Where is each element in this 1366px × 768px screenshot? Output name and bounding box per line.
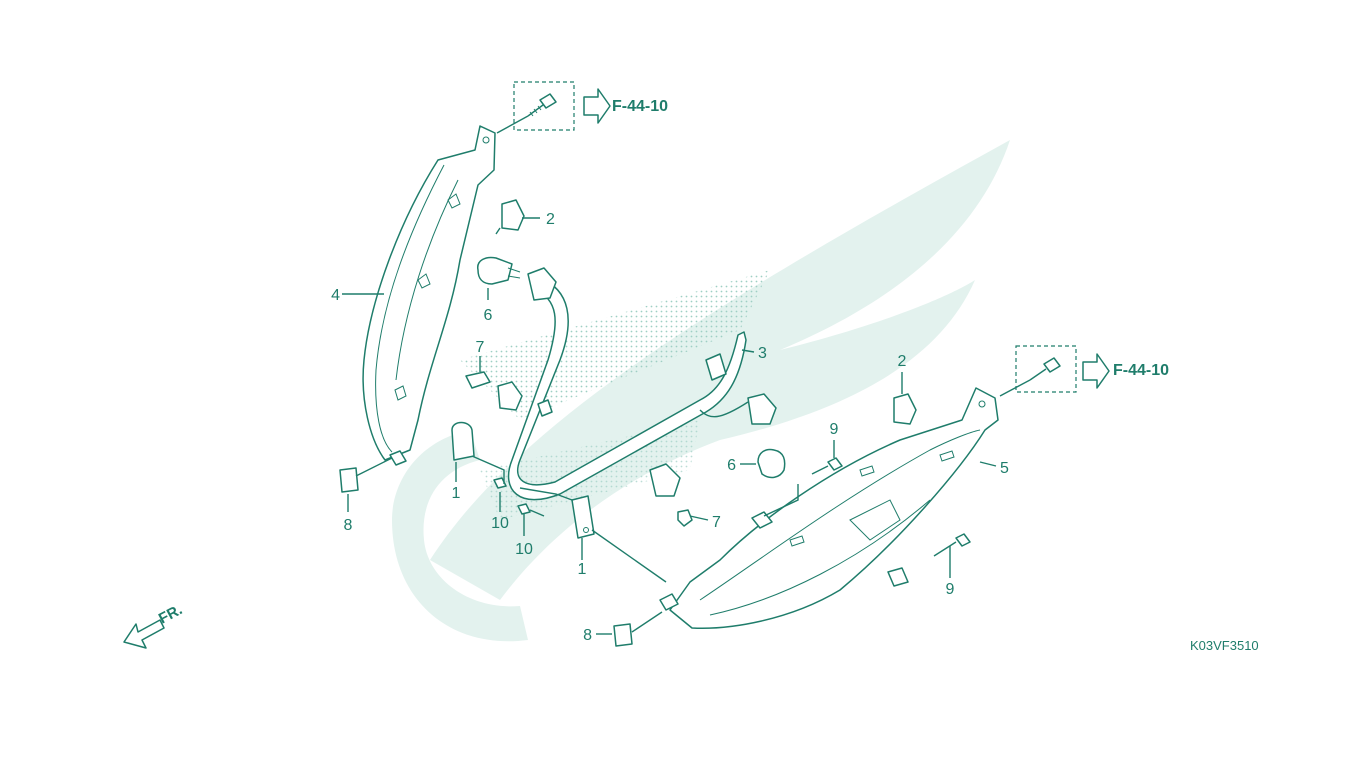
reference-arrow-icon bbox=[1082, 353, 1110, 389]
reference-right: F-44-10 bbox=[999, 345, 1169, 397]
callout-2-left[interactable]: 2 bbox=[546, 211, 555, 228]
callout-9-lower[interactable]: 9 bbox=[946, 581, 955, 598]
drawing-code: K03VF3510 bbox=[1190, 638, 1259, 653]
bulb-left bbox=[477, 256, 521, 285]
callout-6-left[interactable]: 6 bbox=[484, 307, 493, 324]
callout-6-right[interactable]: 6 bbox=[727, 457, 736, 474]
callout-7-left[interactable]: 7 bbox=[476, 339, 485, 356]
bulb-right bbox=[757, 448, 786, 479]
screw-9-upper bbox=[811, 457, 843, 475]
grommet-left bbox=[451, 421, 475, 461]
bracket-center bbox=[571, 495, 595, 539]
callout-8-right[interactable]: 8 bbox=[583, 627, 592, 644]
callout-7-right[interactable]: 7 bbox=[712, 514, 721, 531]
callout-3[interactable]: 3 bbox=[758, 345, 767, 362]
socket-right bbox=[677, 509, 693, 527]
callout-numbers: 4 2 6 7 3 2 5 9 6 7 9 1 10 10 1 8 8 bbox=[331, 211, 1009, 644]
leader-lines bbox=[342, 217, 997, 635]
cover-right bbox=[893, 393, 917, 425]
screw-9-lower bbox=[933, 533, 971, 557]
callout-1-center[interactable]: 1 bbox=[578, 561, 587, 578]
front-direction-indicator: FR. bbox=[123, 601, 185, 649]
screw-10-b bbox=[517, 503, 545, 517]
damper-left bbox=[339, 467, 359, 493]
callout-10-a[interactable]: 10 bbox=[491, 515, 509, 532]
reference-top: F-44-10 bbox=[496, 81, 668, 134]
ref-label-right[interactable]: F-44-10 bbox=[1113, 362, 1169, 379]
cover-left bbox=[495, 199, 525, 235]
honda-wing-watermark bbox=[392, 140, 1010, 642]
callout-1-left[interactable]: 1 bbox=[452, 485, 461, 502]
right-turn-signal-lens bbox=[659, 387, 999, 629]
left-turn-signal-lens bbox=[362, 125, 496, 466]
socket-left bbox=[465, 371, 491, 389]
callout-2-right[interactable]: 2 bbox=[898, 353, 907, 370]
front-direction-arrow-icon bbox=[123, 619, 165, 649]
damper-right bbox=[613, 623, 633, 647]
wire-harness bbox=[497, 267, 777, 501]
screw-10-a bbox=[493, 477, 507, 489]
callout-9-upper[interactable]: 9 bbox=[830, 421, 839, 438]
bolt-top bbox=[527, 93, 557, 117]
callout-10-b[interactable]: 10 bbox=[515, 541, 533, 558]
ref-label-top[interactable]: F-44-10 bbox=[612, 98, 668, 115]
reference-arrow-icon bbox=[583, 88, 611, 124]
bolt-right bbox=[1029, 357, 1061, 381]
callout-5[interactable]: 5 bbox=[1000, 460, 1009, 477]
callout-4[interactable]: 4 bbox=[331, 287, 340, 304]
callout-8-left[interactable]: 8 bbox=[344, 517, 353, 534]
